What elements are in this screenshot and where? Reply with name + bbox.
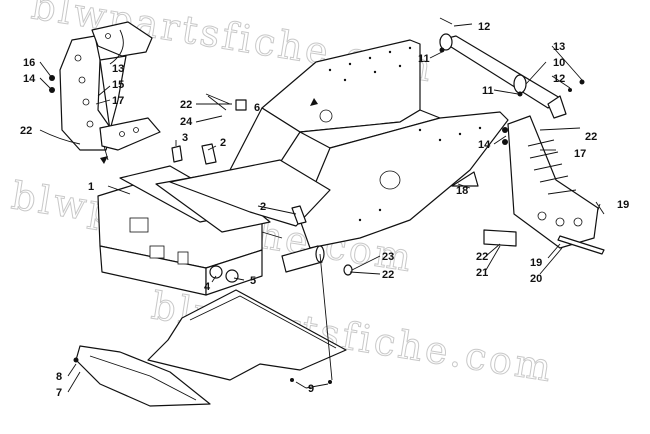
steering-shaft (439, 17, 585, 119)
leader-lines (39, 23, 601, 393)
callout-label: 21 (476, 267, 488, 279)
callout-label: 2 (260, 201, 266, 213)
belly-pan (147, 253, 347, 384)
callout-label: 15 (112, 79, 124, 91)
left-steering-bracket (49, 21, 161, 164)
callout-label: 13 (553, 41, 565, 53)
small-hardware (171, 93, 605, 283)
callout-label: 7 (56, 387, 62, 399)
callout-label: 22 (180, 99, 192, 111)
callout-label: 14 (478, 139, 491, 151)
callout-label: 5 (250, 275, 256, 287)
callout-labels: 16 14 13 15 17 22 22 24 6 3 2 1 2 4 5 12… (20, 21, 629, 399)
callout-label: 1 (88, 181, 94, 193)
callout-label: 23 (382, 251, 394, 263)
callout-label: 3 (182, 132, 188, 144)
callout-label: 22 (585, 131, 597, 143)
callout-label: 12 (478, 21, 490, 33)
callout-label: 19 (530, 257, 542, 269)
callout-label: 13 (112, 63, 124, 75)
callout-label: 22 (382, 269, 394, 281)
callout-label: 22 (476, 251, 488, 263)
callout-label: 22 (20, 125, 32, 137)
callout-label: 9 (308, 383, 314, 395)
callout-label: 10 (553, 57, 565, 69)
callout-label: 4 (204, 281, 211, 293)
callout-label: 11 (482, 85, 494, 97)
callout-label: 14 (23, 73, 36, 85)
callout-label: 8 (56, 371, 62, 383)
callout-label: 18 (456, 185, 468, 197)
callout-label: 24 (180, 116, 193, 128)
callout-label: 6 (254, 102, 260, 114)
callout-label: 20 (530, 273, 542, 285)
skid-plate (73, 345, 211, 407)
callout-label: 12 (553, 73, 565, 85)
callout-label: 19 (617, 199, 629, 211)
callout-label: 16 (23, 57, 35, 69)
callout-label: 17 (574, 148, 586, 160)
callout-label: 2 (220, 137, 226, 149)
main-frame (97, 39, 509, 296)
callout-label: 17 (112, 95, 124, 107)
right-steering-bracket (502, 115, 599, 249)
callout-label: 11 (418, 53, 430, 65)
